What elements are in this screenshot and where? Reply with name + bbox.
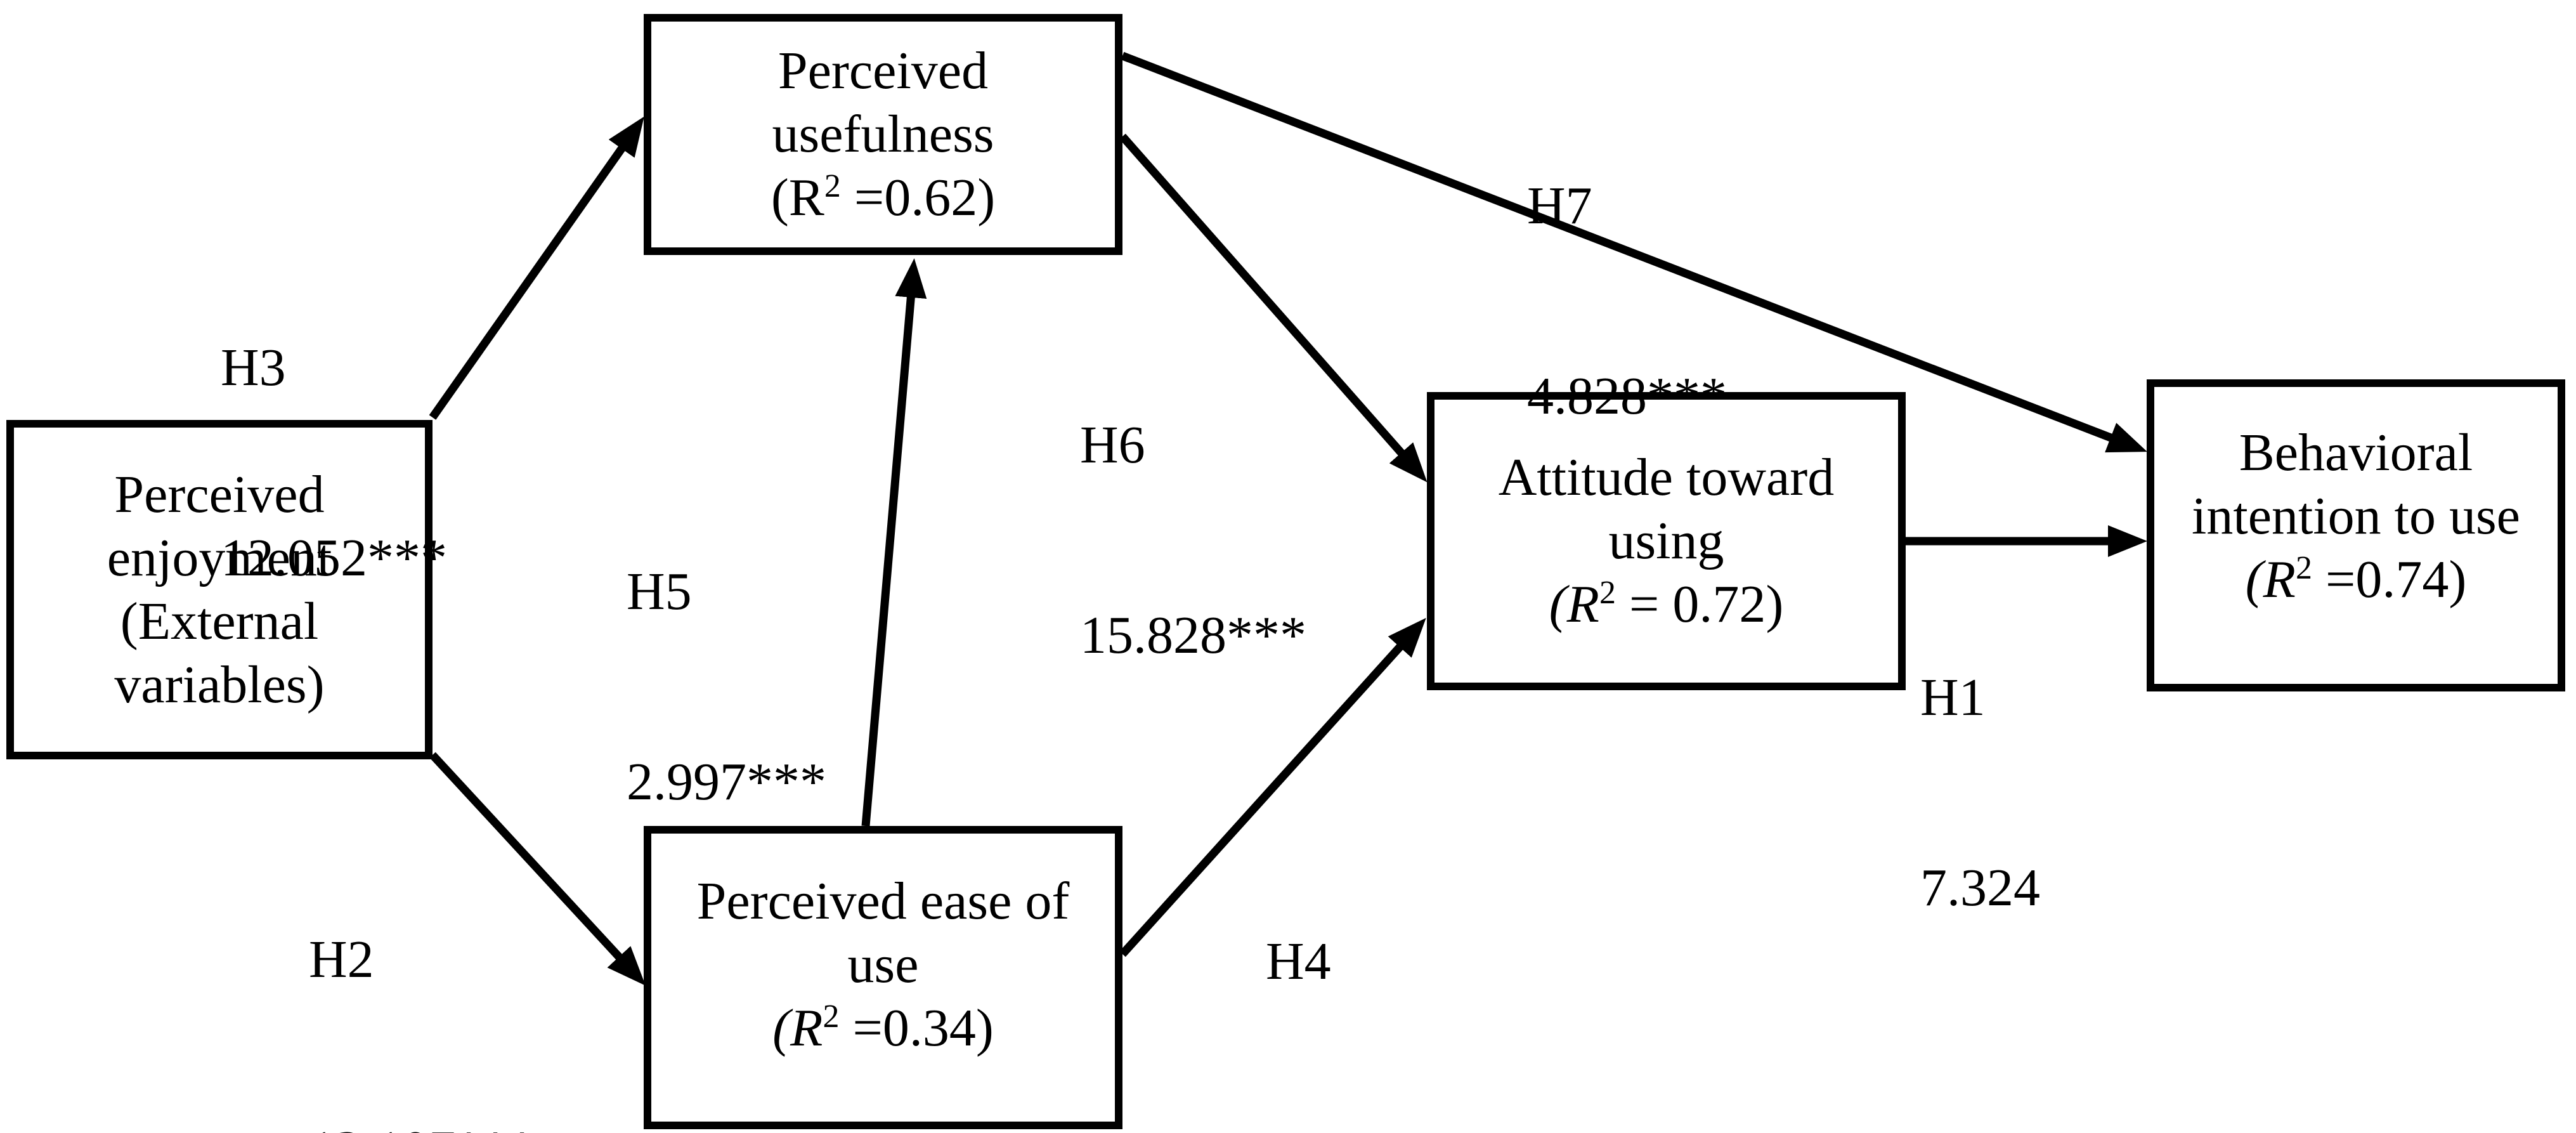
hypothesis-name: H4 <box>1266 932 1331 991</box>
hypothesis-value: 12.107*** <box>309 1118 535 1133</box>
hypothesis-name: H3 <box>221 338 286 397</box>
node-label-line: usefulness <box>772 105 994 164</box>
node-label-line: Perceived <box>114 464 325 524</box>
hypothesis-value: 2.997*** <box>627 752 826 811</box>
edge-h3-arrow <box>429 116 644 420</box>
hypothesis-name: H1 <box>1920 668 1986 727</box>
node-label-line: Perceived <box>777 41 989 100</box>
edge-h5-arrow <box>861 258 927 827</box>
node-label-line: Behavioral <box>2239 423 2473 482</box>
hypothesis-value: 4.828*** <box>1527 367 1727 426</box>
node-r2-value: (R2 = 0.72) <box>1549 575 1784 634</box>
node-r2-value: (R2 =0.62) <box>771 168 996 227</box>
node-perceived-ease-of-use: Perceived ease of use (R2 =0.34) <box>644 826 1122 1129</box>
hypothesis-value: 12.052*** <box>221 528 447 587</box>
node-perceived-enjoyment: Perceived enjoyment (External variables) <box>6 420 433 759</box>
hypothesis-value: 2.806** <box>1266 1120 1439 1133</box>
edge-h4-arrow <box>1119 617 1426 957</box>
hypothesis-name: H2 <box>309 930 374 989</box>
node-r2-value: (R2 =0.74) <box>2245 550 2467 609</box>
node-label-line: intention to use <box>2192 487 2520 546</box>
edge-label-h2: H2 12.107*** <box>309 801 535 1133</box>
edge-h2-arrow <box>429 752 646 986</box>
edge-label-h1: H1 7.324 <box>1920 539 2040 1047</box>
node-label-line: enjoyment <box>107 528 332 587</box>
hypothesis-value: 15.828*** <box>1080 606 1306 665</box>
edge-label-h7: H7 4.828*** <box>1527 48 1727 555</box>
node-perceived-usefulness: Perceived usefulness (R2 =0.62) <box>644 14 1122 255</box>
node-label-line: use <box>847 935 919 994</box>
edge-label-h6: H6 15.828*** <box>1080 287 1306 794</box>
hypothesis-name: H7 <box>1527 176 1592 235</box>
node-attitude-toward-using: Attitude toward using (R2 = 0.72) <box>1427 392 1906 690</box>
node-label-line: variables) <box>114 655 325 714</box>
edge-label-h3: H3 12.052*** <box>221 209 447 717</box>
edge-h6-arrow <box>1119 133 1428 483</box>
edge-label-h5: H5 2.997*** <box>627 433 826 941</box>
hypothesis-name: H6 <box>1080 416 1145 475</box>
hypothesis-name: H5 <box>627 562 692 621</box>
node-r2-value: (R2 =0.34) <box>772 999 994 1058</box>
node-behavioral-intention-to-use: Behavioral intention to use (R2 =0.74) <box>2147 379 2565 691</box>
edge-label-h4: H4 2.806** <box>1266 803 1439 1133</box>
edge-h7-arrow <box>1121 51 2147 453</box>
node-label-line: Attitude toward <box>1498 448 1835 507</box>
node-label-line: (External <box>120 591 319 651</box>
hypothesis-value: 7.324 <box>1920 858 2040 917</box>
node-label-line: Perceived ease of <box>696 872 1070 931</box>
node-label-line: using <box>1608 511 1724 570</box>
